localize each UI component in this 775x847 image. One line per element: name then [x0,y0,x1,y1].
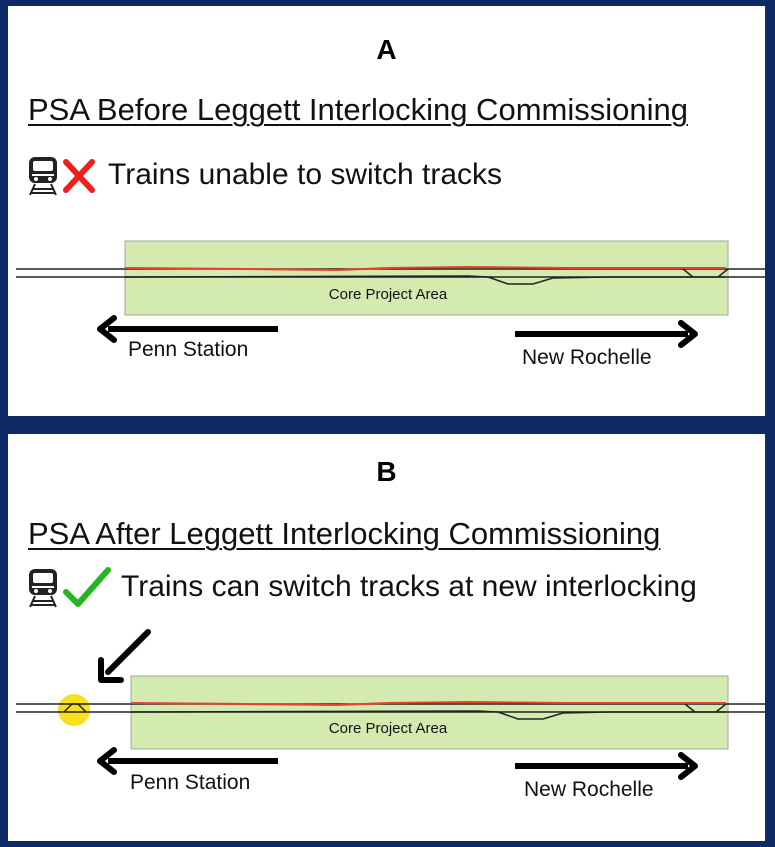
pointer-arrow-icon [98,657,124,683]
panel-title: PSA After Leggett Interlocking Commissio… [28,516,661,551]
right-arrow-icon [678,752,698,780]
train-icon [29,569,57,608]
panel-b: B PSA After Leggett Interlocking Commiss… [8,434,765,841]
area-label: Core Project Area [329,286,448,303]
right-arrow-icon [678,320,698,348]
new-interlocking-marker [58,694,90,726]
panel-letter: A [376,34,397,65]
right-destination: New Rochelle [522,346,652,369]
area-label: Core Project Area [329,720,448,737]
green-checkmark-icon [63,567,111,607]
status-text: Trains unable to switch tracks [108,158,503,191]
left-destination: Penn Station [130,771,250,794]
left-arrow-icon [97,315,117,343]
lower-track-shift [130,710,726,720]
red-track [124,265,726,272]
new-interlocking-crossover [63,703,87,713]
core-project-area [124,240,729,316]
panel-title: PSA Before Leggett Interlocking Commissi… [28,92,688,127]
track-diagram: Core Project Area Penn Station New Roche… [16,629,765,801]
left-arrow-icon [97,747,117,775]
red-x-icon [63,159,95,193]
crossover [682,268,729,278]
lower-track-shift [124,275,726,285]
train-icon [29,157,57,196]
crossover [684,703,727,713]
right-destination: New Rochelle [524,778,654,801]
track-diagram: Core Project Area Penn Station New Roche… [16,240,765,369]
panel-letter: B [376,456,397,487]
pointer-arrow-shaft [105,629,151,675]
panel-a: A PSA Before Leggett Interlocking Commis… [8,6,765,416]
red-track [130,700,726,707]
left-destination: Penn Station [128,338,248,361]
status-text: Trains can switch tracks at new interloc… [121,570,697,603]
